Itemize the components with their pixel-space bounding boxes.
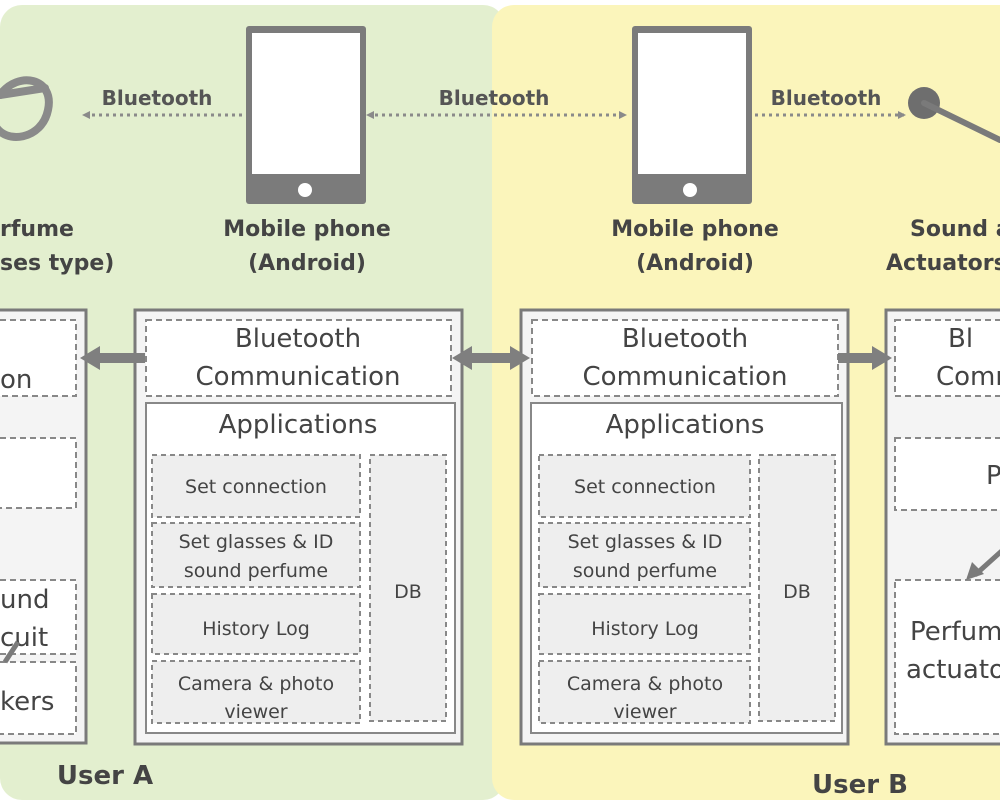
mobile-phone-icon — [246, 26, 366, 204]
user-b-label: User B — [812, 770, 908, 800]
svg-text:cuit: cuit — [0, 623, 48, 653]
arrow-phone-a-phone-b — [452, 346, 530, 370]
svg-text:Applications: Applications — [219, 410, 378, 440]
right-device-block: Bl Comm P Perfum actuato — [884, 308, 1000, 746]
svg-text:Set glasses & ID: Set glasses & ID — [568, 531, 723, 553]
svg-text:Communication: Communication — [583, 362, 788, 392]
left-device-label-2: ses type) — [0, 251, 114, 276]
svg-text:Camera & photo: Camera & photo — [178, 673, 334, 695]
perfume-glasses-icon — [0, 76, 53, 141]
svg-text:sound perfume: sound perfume — [184, 560, 328, 582]
right-device-label-2: Actuators — [886, 251, 1000, 276]
svg-text:Set connection: Set connection — [185, 476, 327, 498]
svg-text:kers: kers — [0, 687, 54, 717]
svg-text:P: P — [986, 461, 1000, 491]
arrow-phone-b-to-right-device — [838, 346, 892, 370]
user-a-label: User A — [57, 761, 153, 791]
svg-text:History Log: History Log — [591, 618, 699, 640]
phone-a-label-1: Mobile phone — [223, 217, 391, 242]
svg-text:Bluetooth: Bluetooth — [771, 86, 882, 110]
arrow-phone-a-to-left-device — [80, 346, 145, 370]
left-device-label-1: rfume — [0, 217, 74, 242]
left-device-block: on und cuit kers — [0, 308, 88, 745]
phone-b-block: Bluetooth Communication Applications Set… — [519, 308, 850, 746]
sound-actuator-icon — [908, 87, 1000, 143]
phone-b-label-2: (Android) — [636, 251, 754, 276]
svg-text:viewer: viewer — [613, 701, 676, 723]
svg-text:viewer: viewer — [224, 701, 287, 723]
svg-text:on: on — [0, 365, 32, 395]
right-device-label-1: Sound a — [910, 217, 1000, 242]
svg-text:DB: DB — [394, 581, 422, 603]
bluetooth-link-middle: Bluetooth — [366, 86, 627, 119]
svg-text:Communication: Communication — [196, 362, 401, 392]
svg-text:History Log: History Log — [202, 618, 310, 640]
phone-a-block: Bluetooth Communication Applications Set… — [133, 308, 464, 746]
svg-text:Comm: Comm — [936, 362, 1000, 392]
phone-b-label-1: Mobile phone — [611, 217, 779, 242]
svg-text:Applications: Applications — [606, 410, 765, 440]
mobile-phone-icon — [632, 26, 752, 204]
bluetooth-link-right: Bluetooth — [755, 86, 906, 119]
svg-text:Bluetooth: Bluetooth — [439, 86, 550, 110]
svg-text:actuato: actuato — [906, 655, 1000, 685]
svg-text:DB: DB — [783, 581, 811, 603]
svg-text:Camera & photo: Camera & photo — [567, 673, 723, 695]
svg-text:Perfum: Perfum — [910, 617, 1000, 647]
svg-text:Bl: Bl — [948, 324, 973, 354]
bluetooth-link-left: Bluetooth — [82, 86, 242, 119]
svg-text:sound perfume: sound perfume — [573, 560, 717, 582]
svg-text:Bluetooth: Bluetooth — [235, 324, 361, 354]
svg-text:Bluetooth: Bluetooth — [102, 86, 213, 110]
svg-text:Bluetooth: Bluetooth — [622, 324, 748, 354]
svg-text:und: und — [0, 585, 49, 615]
svg-text:Set glasses & ID: Set glasses & ID — [179, 531, 334, 553]
phone-a-label-2: (Android) — [248, 251, 366, 276]
svg-text:Set connection: Set connection — [574, 476, 716, 498]
